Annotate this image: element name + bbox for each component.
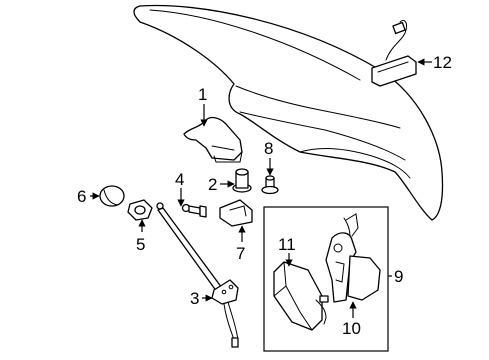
callout-11: 11 (278, 235, 296, 254)
callout-12: 12 (433, 53, 452, 72)
part-6-plug (99, 185, 125, 207)
callout-9: 9 (394, 267, 403, 286)
leader-lines (90, 58, 432, 318)
part-1-bracket (183, 116, 243, 163)
callout-3: 3 (190, 289, 199, 308)
part-5-grommet (127, 199, 153, 221)
part-12-handle-switch (371, 19, 417, 87)
callout-6: 6 (77, 187, 86, 206)
callout-labels: 1 2 3 4 5 6 7 8 9 10 11 12 (77, 53, 452, 338)
inset-frame (263, 206, 389, 352)
callout-8: 8 (264, 139, 273, 158)
callout-10: 10 (342, 319, 361, 338)
part-3-gas-strut (156, 202, 239, 348)
part-7-clip (219, 199, 253, 227)
part-11-actuator (273, 261, 329, 331)
callout-2: 2 (208, 175, 217, 194)
part-10-latch (325, 213, 381, 303)
callout-4: 4 (175, 170, 184, 189)
part-2-bolt (232, 168, 252, 193)
part-8-screw (261, 175, 279, 195)
callout-1: 1 (198, 85, 207, 104)
callout-7: 7 (236, 244, 245, 263)
callout-5: 5 (136, 235, 145, 254)
part-4-ball-stud (181, 203, 207, 218)
